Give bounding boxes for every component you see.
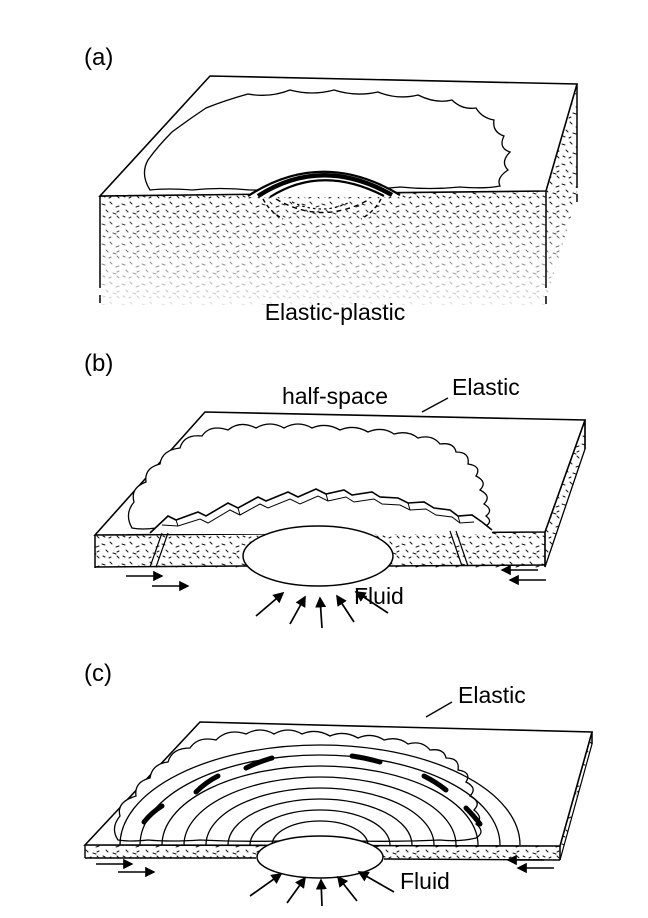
panel-c-plate <box>83 701 594 907</box>
fluid-arrow <box>354 591 389 614</box>
fluid-arrows-c <box>249 871 395 907</box>
half-space-cut-faces <box>100 84 577 305</box>
fluid-arrow <box>289 595 306 625</box>
half-space-caption: Elastic-plastic half-space <box>230 242 440 438</box>
band-edges <box>94 420 586 568</box>
ring-faults <box>149 530 469 568</box>
half-space-caption-line2: half-space <box>281 383 389 410</box>
front-cut-face <box>100 191 546 305</box>
shear-arrows-c <box>96 854 554 878</box>
fluid-label-c: Fluid <box>400 868 450 894</box>
fluid-lens-c <box>256 835 384 879</box>
fluid-lens <box>242 525 394 587</box>
buried-intrusion-dashes <box>262 198 382 220</box>
fluid-arrow <box>286 876 306 904</box>
fluid-arrow <box>357 871 395 893</box>
fluid-arrow <box>336 594 355 623</box>
right-cut-face <box>546 84 577 300</box>
faulted-uplift <box>149 488 493 534</box>
panel-a-label: (a) <box>84 44 114 71</box>
fluid-arrow <box>315 878 327 907</box>
fluid-arrow <box>255 591 285 617</box>
fault-ticks <box>175 493 461 527</box>
surface-deformation-outline-c <box>113 729 482 843</box>
block-edges <box>99 84 578 304</box>
half-space-caption-line1: Elastic-plastic <box>264 299 406 326</box>
elastic-label-c: Elastic <box>458 682 526 708</box>
elastic-label-b: Elastic <box>452 374 520 400</box>
fluid-arrow <box>315 596 327 629</box>
elastic-leader-line-c <box>425 701 453 718</box>
fluid-arrow <box>336 875 358 902</box>
bold-fracture-marks <box>141 753 483 827</box>
elastic-leader-line-b <box>421 397 449 413</box>
shear-arrows-b <box>126 564 546 592</box>
fluid-arrows-b <box>255 591 389 629</box>
panel-c-label: (c) <box>84 660 112 687</box>
panel-a-block <box>98 75 579 305</box>
uplift-dome <box>247 170 401 198</box>
panel-b-slab <box>93 397 587 629</box>
panel-b-label: (b) <box>84 350 114 377</box>
fluid-arrow <box>249 873 283 897</box>
concentric-fractures <box>119 744 521 846</box>
fluid-label-b: Fluid <box>354 583 404 609</box>
